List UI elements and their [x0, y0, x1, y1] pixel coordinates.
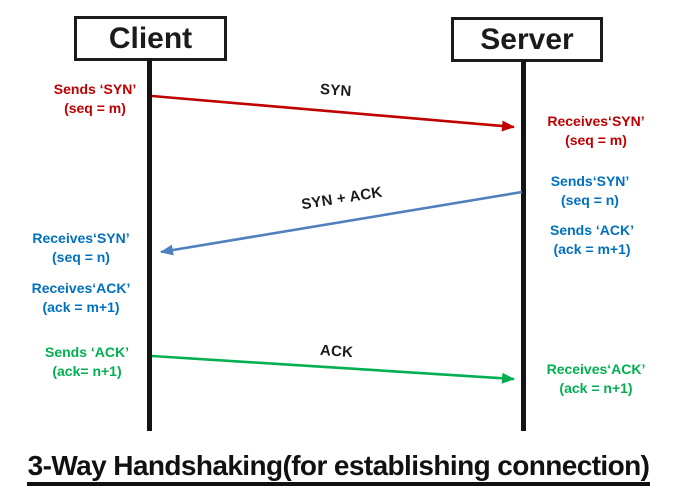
note-line: Receives‘SYN’ — [32, 230, 130, 246]
server-actor-box: Server — [451, 17, 603, 62]
note-line: (ack= n+1) — [52, 363, 122, 379]
note-line: Sends ‘ACK’ — [549, 222, 634, 238]
ack-arrow-label: ACK — [319, 341, 354, 362]
note-server-sends-syn: Sends‘SYN’ (seq = n) — [528, 172, 652, 210]
syn-ack-arrow-label: SYN + ACK — [300, 183, 384, 214]
note-line: Sends‘SYN’ — [550, 173, 630, 189]
note-line: Receives‘SYN’ — [547, 113, 645, 129]
note-line: (seq = n) — [561, 192, 619, 208]
note-line: (seq = m) — [64, 100, 126, 116]
note-client-sends-syn: Sends ‘SYN’ (seq = m) — [33, 80, 157, 118]
note-line: Receives‘ACK’ — [31, 280, 131, 296]
client-actor-box: Client — [74, 16, 227, 61]
syn-arrow-label: SYN — [319, 80, 353, 101]
note-line: Sends ‘SYN’ — [53, 81, 137, 97]
diagram-title-text: 3-Way Handshaking(for establishing conne… — [26, 450, 651, 486]
note-line: Sends ‘ACK’ — [44, 344, 129, 360]
server-actor-label: Server — [480, 22, 574, 56]
syn-arrow — [151, 94, 515, 132]
server-lifeline — [521, 60, 526, 431]
note-line: (ack = m+1) — [42, 299, 120, 315]
note-server-receives-syn: Receives‘SYN’ (seq = m) — [534, 112, 658, 150]
diagram-title: 3-Way Handshaking(for establishing conne… — [0, 450, 677, 486]
note-line: (seq = m) — [565, 132, 627, 148]
note-line: (ack = m+1) — [553, 241, 631, 257]
note-client-receives-syn: Receives‘SYN’ (seq = n) — [19, 229, 143, 267]
client-lifeline — [147, 58, 152, 431]
note-client-sends-ack: Sends ‘ACK’ (ack= n+1) — [25, 343, 149, 381]
note-client-receives-ack: Receives‘ACK’ (ack = m+1) — [19, 279, 143, 317]
note-line: (ack = n+1) — [559, 380, 633, 396]
note-line: (seq = n) — [52, 249, 110, 265]
note-server-receives-ack: Receives‘ACK’ (ack = n+1) — [534, 360, 658, 398]
note-server-sends-ack: Sends ‘ACK’ (ack = m+1) — [530, 221, 654, 259]
note-line: Receives‘ACK’ — [546, 361, 646, 377]
client-actor-label: Client — [108, 21, 193, 55]
